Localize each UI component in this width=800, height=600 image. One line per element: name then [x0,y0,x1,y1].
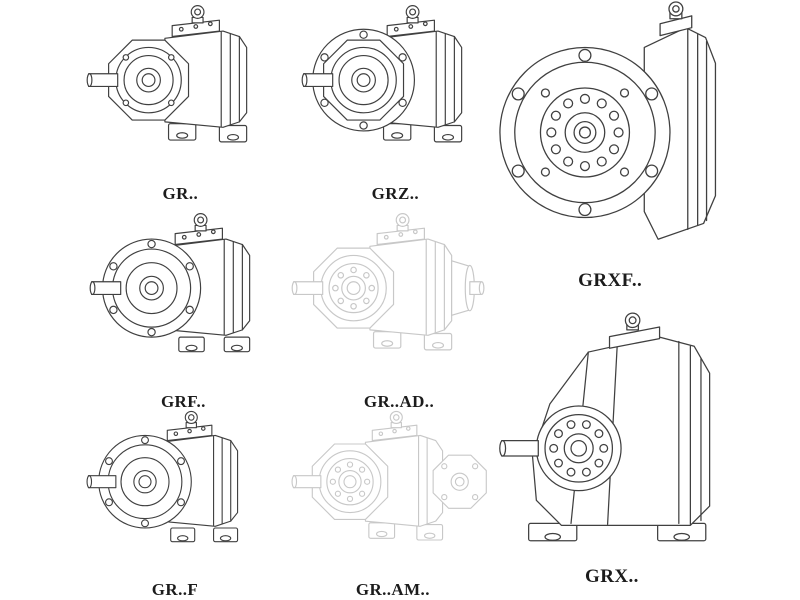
grf-label: GRF.. [160,392,206,411]
grxf-drawing [499,1,717,240]
figure-grf: GRF.. [88,210,279,412]
gr-am-drawing [291,410,487,541]
gr-drawing [86,5,248,143]
gr-am-label: GR..AM.. [355,580,430,599]
gr-f-label: GR..F [151,580,199,599]
grz-drawing [301,5,463,143]
figure-grxf: GRXF.. [494,0,726,292]
figure-grz: GRZ.. [300,2,491,204]
gr-label: GR.. [162,184,199,203]
grx-drawing [499,312,711,542]
figure-gr-am: GR..AM.. [290,408,496,600]
grx-label: GRX.. [585,566,639,587]
gr-ad-drawing [291,213,485,351]
grxf-label: GRXF.. [578,270,643,291]
figure-gr-ad: GR..AD.. [290,210,508,412]
figure-gr-f: GR..F [85,408,265,600]
grz-label: GRZ.. [371,184,420,203]
gr-f-drawing [86,410,239,543]
grf-drawing [89,213,251,353]
figure-grx: GRX.. [494,302,730,588]
gr-ad-label: GR..AD.. [363,392,435,411]
figure-gr: GR.. [85,2,276,204]
